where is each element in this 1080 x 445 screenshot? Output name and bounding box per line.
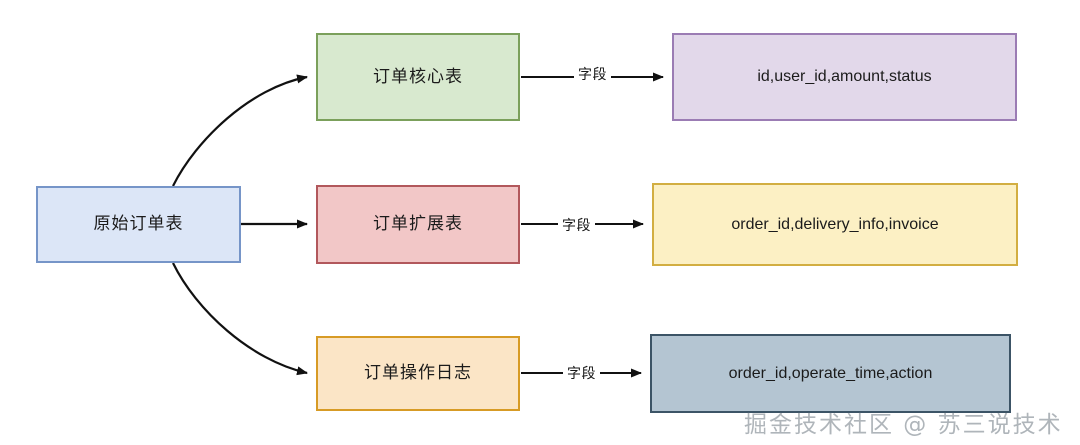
node-label: order_id,operate_time,action [728,364,933,382]
node-label: order_id,delivery_info,invoice [731,215,939,233]
edge-source-to-log [172,262,308,376]
node-label: 原始订单表 [93,214,184,234]
node-extension-fields[interactable]: order_id,delivery_info,invoice [652,183,1018,266]
watermark-text: 掘金技术社区 @ 苏三说技术 [744,412,1063,438]
node-label: 订单操作日志 [364,363,472,383]
node-label: 订单核心表 [373,66,463,86]
edge-label-extension-fields: 字段 [558,215,595,235]
node-label: id,user_id,amount,status [757,68,932,86]
node-label: 订单扩展表 [373,214,463,234]
edge-source-to-core [172,74,308,187]
node-log-fields[interactable]: order_id,operate_time,action [650,334,1011,413]
edge-label-log-fields: 字段 [563,363,600,383]
node-order-operation-log[interactable]: 订单操作日志 [316,336,520,411]
edge-label-core-fields: 字段 [574,64,611,84]
node-order-extension-table[interactable]: 订单扩展表 [316,185,520,264]
node-order-core-table[interactable]: 订单核心表 [316,33,520,121]
node-core-fields[interactable]: id,user_id,amount,status [672,33,1017,121]
node-source-order-table[interactable]: 原始订单表 [36,186,241,263]
